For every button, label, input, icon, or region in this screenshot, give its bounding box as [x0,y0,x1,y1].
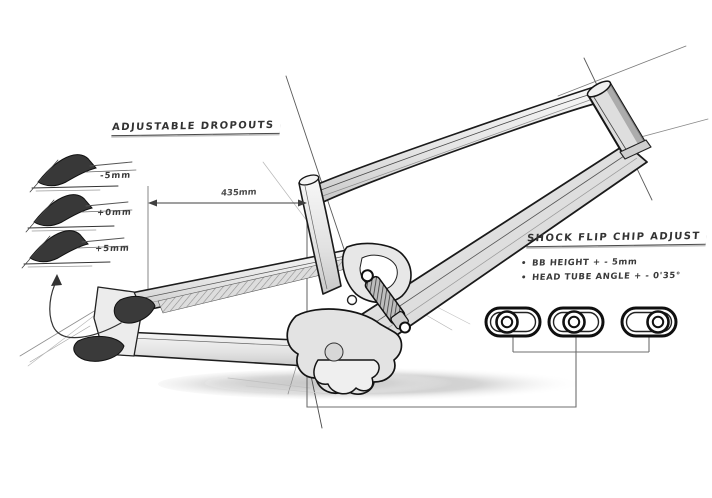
dropout-upper-dark [113,295,156,324]
arrowhead-icon [51,274,62,286]
flip-chip-2 [547,306,605,338]
front-triangle [298,80,652,356]
shock-linkage [286,242,412,395]
pivot [346,294,358,306]
bullet-icon: • [520,273,528,284]
flip-chip-1 [484,306,542,338]
dimension-arrowhead-right-icon [298,199,307,207]
dropout-pointer-arrow [49,274,122,339]
bullet-icon: • [520,258,528,269]
bash-guard [313,359,380,395]
flip-chip-connector [512,336,650,353]
chainstay-dimension-label: 435mm [220,187,257,199]
dropout-sketch-3 [21,230,129,269]
seat-tube-opening [298,174,320,186]
bullet-text: HEAD TUBE ANGLE + - 0'35° [531,270,681,283]
dropout-lower-dark [73,335,125,362]
dropout-detail-sketches [21,154,137,339]
dimension-arrowhead-left-icon [148,199,157,207]
dropout-option-label-minus5: -5mm [99,170,132,182]
adjustable-dropouts-heading: ADJUSTABLE DROPOUTS [111,119,281,137]
shock [360,269,411,334]
dropout-option-label-plus5: +5mm [94,243,131,255]
flip-chip-details [484,306,678,338]
bullet-text: BB HEIGHT + - 5mm [531,257,638,269]
dropout-option-label-zero: +0mm [96,207,133,219]
flip-chip-bullet-bb-height: • BB HEIGHT + - 5mm [521,257,638,269]
bb-axle [324,342,344,362]
dropout-sketch-1 [29,154,137,193]
dropout-sketch-2 [25,194,133,233]
dimension-line [148,199,307,207]
rear-triangle [73,246,375,368]
dimension-extension-lines [147,176,577,408]
head-tube [586,80,652,160]
shock-flip-chip-heading: SHOCK FLIP CHIP ADJUST [526,230,707,248]
flip-chip-3 [620,306,678,338]
